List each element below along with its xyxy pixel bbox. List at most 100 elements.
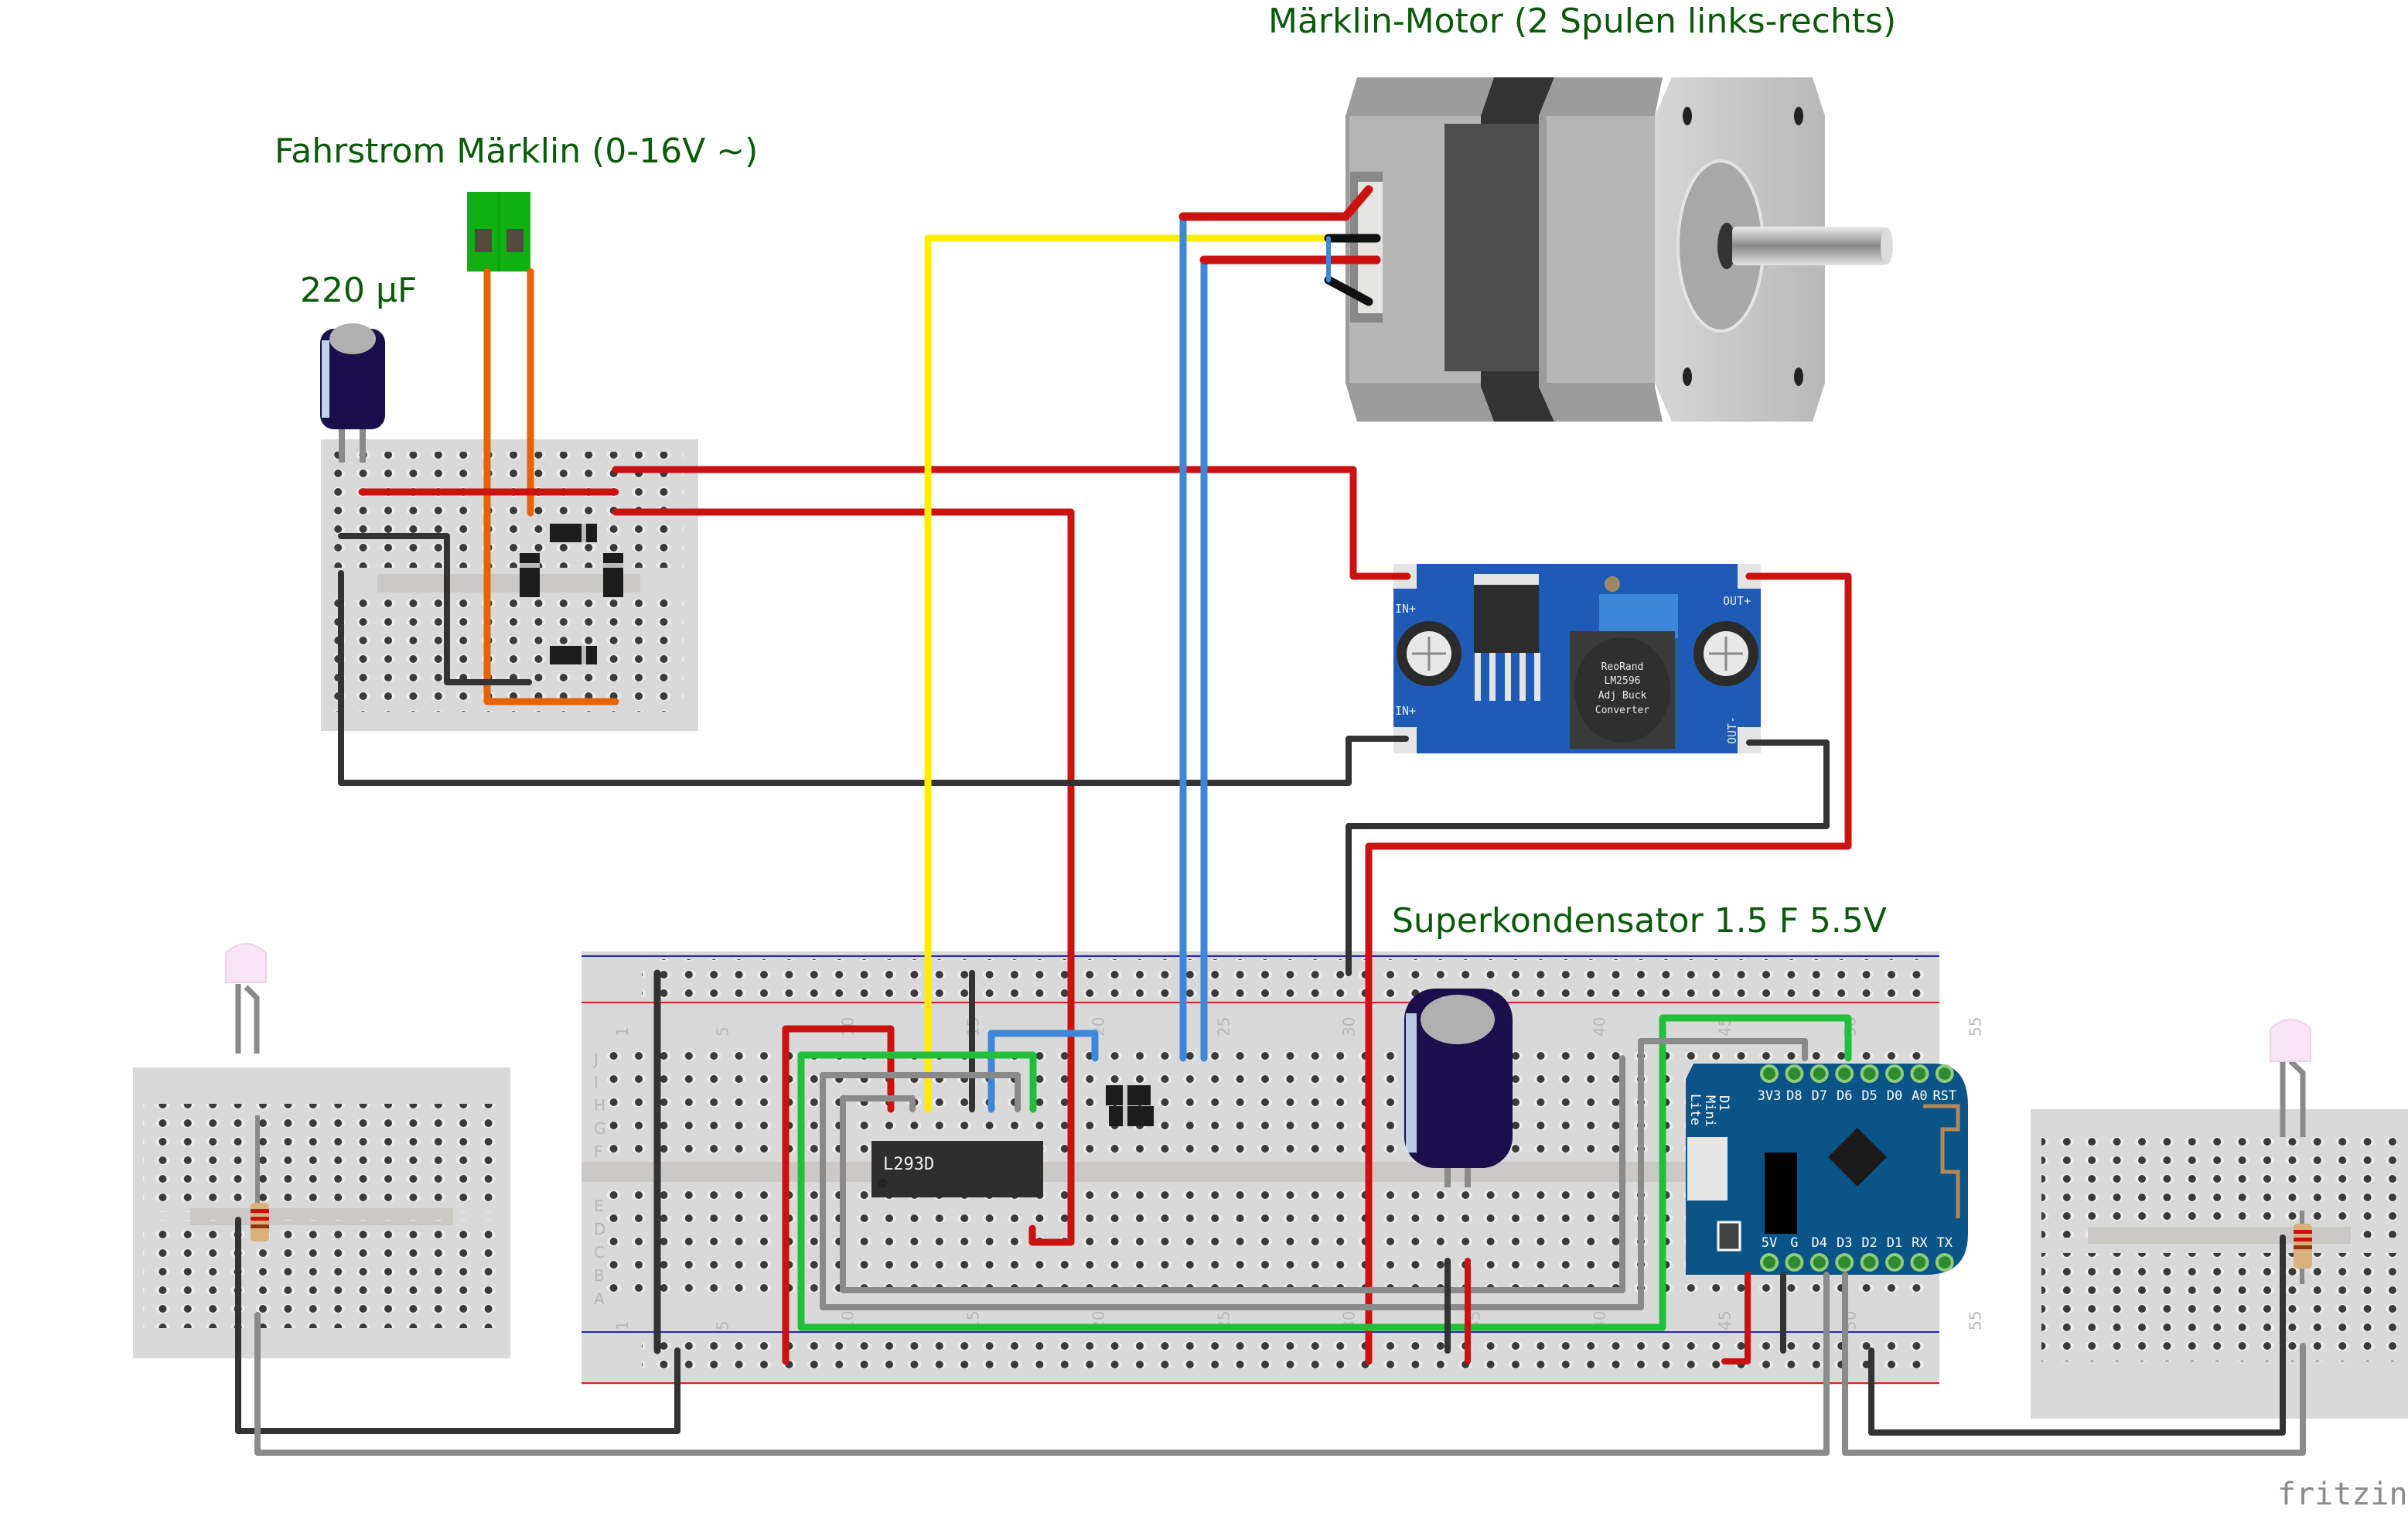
wire-red-rect-driver xyxy=(612,508,1075,1246)
d1-pin-rx xyxy=(1910,1253,1929,1272)
left-led xyxy=(225,943,267,1054)
supercap-label: Superkondensator 1.5 F 5.5V xyxy=(1392,901,1887,941)
d1-pin-label-d2: D2 xyxy=(1861,1235,1877,1251)
wire-black-gnd-buck xyxy=(338,570,1409,786)
column-number-1-bottom: 1 xyxy=(613,1320,632,1330)
stepper-motor xyxy=(1346,77,1893,422)
column-number-1-top: 1 xyxy=(613,1026,632,1037)
row-label-f: F xyxy=(594,1142,603,1161)
row-label-g: G xyxy=(594,1119,606,1138)
row-label-c: C xyxy=(594,1243,605,1262)
d1-pin-d7 xyxy=(1809,1064,1829,1083)
d1-pin-a0 xyxy=(1910,1064,1929,1083)
buck-converter-module: ReoRand LM2596 Adj Buck Converter IN+ IN… xyxy=(1393,564,1761,753)
wire-gray-1 xyxy=(820,1038,1808,1310)
d1-pin-label-tx: TX xyxy=(1937,1235,1953,1251)
wire-black-left-led xyxy=(235,1217,680,1434)
d1-pin-label-d4: D4 xyxy=(1812,1235,1827,1251)
l293d-label: L293D xyxy=(883,1155,934,1174)
motor-label: Märklin-Motor (2 Spulen links-rechts) xyxy=(1268,2,1896,41)
d1-pin-rst xyxy=(1935,1064,1954,1083)
column-number-45-bottom: 45 xyxy=(1716,1311,1734,1330)
right-led-breadboard xyxy=(2031,1109,2408,1419)
wire-orange-1 xyxy=(483,268,619,705)
in-plus-bottom-label: IN+ xyxy=(1395,704,1416,718)
wire-black-rectifier xyxy=(338,533,532,685)
wire-black-right-led xyxy=(1868,1235,2286,1436)
supercapacitor xyxy=(1404,989,1513,1187)
row-label-i: I xyxy=(594,1073,599,1091)
row-label-j: J xyxy=(592,1050,599,1068)
capacitor-220uf xyxy=(320,323,385,463)
column-number-5-bottom: 5 xyxy=(714,1320,732,1330)
wire-gray-left-led xyxy=(254,1272,1830,1456)
wire-red-d1-5v xyxy=(1721,1272,1751,1364)
d1-pin-label-g: G xyxy=(1790,1235,1798,1251)
d1-pin-5v xyxy=(1760,1253,1779,1272)
inductor-text-3: Adj Buck xyxy=(1598,690,1647,702)
column-number-55-top: 55 xyxy=(1966,1017,1985,1037)
wire-gray-2 xyxy=(840,1055,1625,1293)
left-resistor xyxy=(251,1115,269,1241)
wire-red-buck-out xyxy=(1365,572,1852,1365)
d1-pin-label-d3: D3 xyxy=(1837,1235,1852,1251)
in-plus-top-label: IN+ xyxy=(1395,602,1416,616)
track-power-label: Fahrstrom Märklin (0-16V ~) xyxy=(275,131,758,171)
d1-pin-tx xyxy=(1935,1253,1954,1272)
d1-pin-label-a0: A0 xyxy=(1912,1088,1927,1104)
d1-pin-d3 xyxy=(1835,1253,1854,1272)
d1-side-label: D1 xyxy=(1716,1095,1731,1111)
wire-red-motor-1 xyxy=(1178,185,1373,221)
inductor-text-4: Converter xyxy=(1595,705,1650,716)
l293d-driver-ic: L293D xyxy=(871,1141,1043,1197)
d1-pin-d1 xyxy=(1885,1253,1904,1272)
d1-pin-label-d6: D6 xyxy=(1837,1088,1852,1104)
column-number-55-bottom: 55 xyxy=(1966,1311,1985,1330)
wire-red-driver-rail xyxy=(782,1025,895,1365)
d1-pin-label-5v: 5V xyxy=(1762,1235,1777,1251)
row-label-d: D xyxy=(594,1220,605,1238)
d1-pin-label-d8: D8 xyxy=(1786,1088,1802,1104)
d1-pin-d4 xyxy=(1809,1253,1829,1272)
d1-pin-d5 xyxy=(1860,1064,1879,1083)
d1-pin-d0 xyxy=(1885,1064,1904,1083)
out-minus-label: OUT- xyxy=(1725,716,1739,744)
column-number-40-top: 40 xyxy=(1591,1017,1609,1037)
fritzing-watermark: fritzing xyxy=(2277,1477,2408,1512)
d1-pin-label-rst: RST xyxy=(1932,1088,1956,1104)
row-label-a: A xyxy=(594,1289,605,1308)
inductor-text-2: LM2596 xyxy=(1605,675,1641,687)
breadboard-row-labels: J I H G F E D C B A xyxy=(592,1050,606,1308)
d1-pin-label-rx: RX xyxy=(1912,1235,1928,1251)
small-capacitor-label: 220 µF xyxy=(300,271,417,310)
flyback-diodes xyxy=(1106,1085,1154,1126)
d1-pin-label-3v3: 3V3 xyxy=(1758,1088,1782,1104)
d1-pin-d2 xyxy=(1860,1253,1879,1272)
wire-black-buck-out xyxy=(1346,739,1830,976)
left-led-breadboard xyxy=(133,1067,510,1358)
d1-pin-d6 xyxy=(1835,1064,1854,1083)
d1-pin-label-d5: D5 xyxy=(1861,1088,1877,1104)
right-led xyxy=(2270,1019,2311,1137)
bridge-rectifier-diodes xyxy=(520,524,623,664)
row-label-e: E xyxy=(594,1197,604,1215)
wire-green-1 xyxy=(797,1014,1852,1331)
track-power-terminal-block xyxy=(467,192,530,272)
d1-pin-label-d0: D0 xyxy=(1887,1088,1902,1104)
rectifier-breadboard xyxy=(321,439,698,731)
wire-black-motor-2 xyxy=(1324,275,1373,306)
wire-red-rect-buck xyxy=(612,466,1411,580)
row-label-b: B xyxy=(594,1266,605,1285)
d1-pin-label-d7: D7 xyxy=(1812,1088,1827,1104)
mini-side-label: Mini xyxy=(1702,1095,1717,1127)
d1-pin-g xyxy=(1785,1253,1804,1272)
wire-blue-driver xyxy=(987,1030,1099,1113)
wires xyxy=(235,185,2306,1456)
out-plus-label: OUT+ xyxy=(1723,594,1751,608)
inductor-text-1: ReoRand xyxy=(1601,661,1644,673)
column-number-25-top: 25 xyxy=(1215,1017,1233,1037)
column-number-5-top: 5 xyxy=(714,1026,732,1037)
